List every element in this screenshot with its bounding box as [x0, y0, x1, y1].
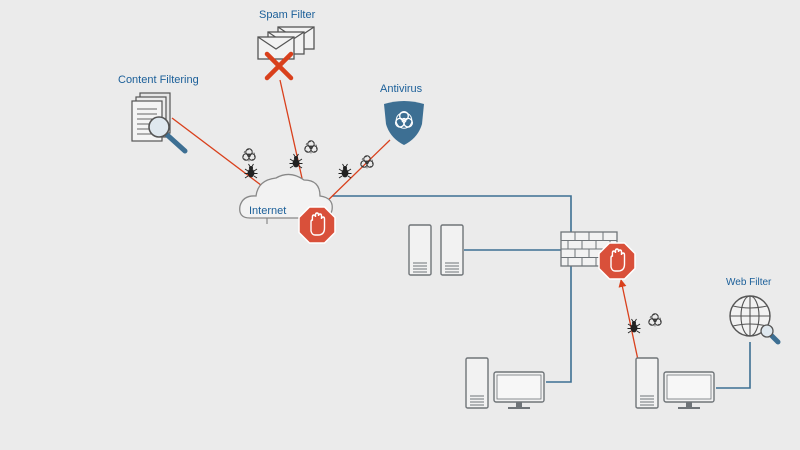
server-icon	[408, 224, 464, 276]
web-filter-label: Web Filter	[726, 277, 772, 288]
biohazard-icon	[648, 313, 662, 327]
antivirus-arrow	[319, 139, 391, 209]
spam-filter-label: Spam Filter	[259, 9, 316, 21]
antivirus-label: Antivirus	[380, 83, 423, 95]
network-links	[332, 195, 751, 389]
shield-icon	[384, 101, 424, 145]
globe-icon	[729, 295, 781, 345]
globe-to-workstation-link	[716, 342, 751, 389]
red-x-icon	[264, 51, 294, 81]
internet-label: Internet	[249, 205, 287, 217]
biohazard-icon	[242, 148, 256, 162]
bug-icon	[244, 163, 258, 179]
desktop-computer-icon	[635, 357, 715, 410]
stop-hand-icon	[598, 242, 636, 280]
workstation-to-firewall-arrow	[618, 279, 639, 361]
internet-to-firewall-link	[332, 195, 572, 232]
content-filtering-label: Content Filtering	[118, 74, 199, 86]
biohazard-icon	[304, 140, 318, 154]
bug-icon	[338, 163, 352, 179]
firewall-to-workstation-link	[546, 266, 572, 383]
stop-hand-icon	[298, 206, 336, 244]
envelope-icon	[257, 26, 315, 60]
magnifier-icon	[148, 116, 188, 154]
desktop-computer-icon	[465, 357, 545, 410]
bug-icon	[289, 153, 303, 169]
